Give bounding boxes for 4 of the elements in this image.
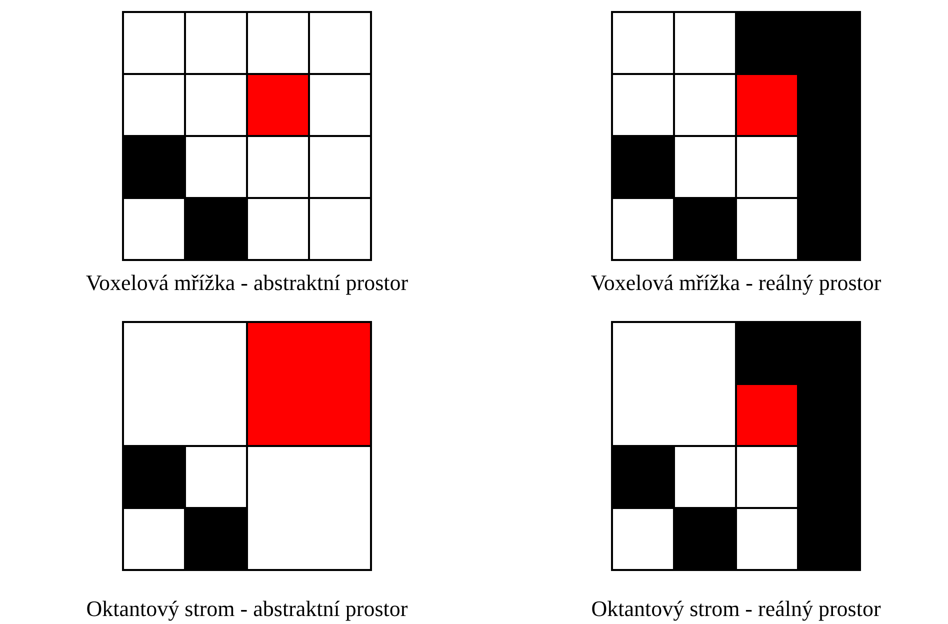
caption: Oktantový strom - abstraktní prostor: [85, 596, 409, 622]
caption: Oktantový strom - reálný prostor: [590, 596, 882, 622]
caption: Voxelová mřížka - abstraktní prostor: [84, 270, 410, 296]
caption: Voxelová mřížka - reálný prostor: [590, 270, 882, 296]
